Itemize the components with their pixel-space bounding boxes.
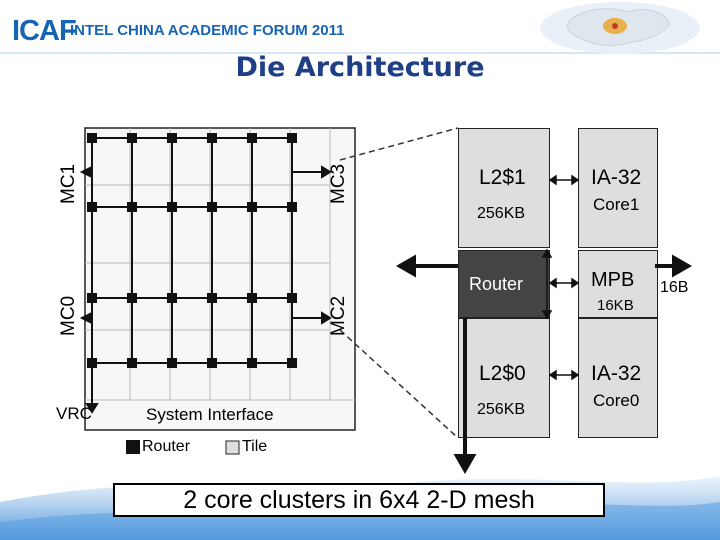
mpb-size: 16KB bbox=[597, 297, 634, 314]
ia32-core-1: IA-32 Core1 bbox=[578, 128, 658, 248]
router-label: Router bbox=[469, 274, 524, 294]
core1-label: Core1 bbox=[593, 195, 640, 214]
china-map-icon bbox=[567, 8, 671, 46]
vrc-label: VRC bbox=[56, 404, 92, 423]
forum-title: INTEL CHINA ACADEMIC FORUM 2011 bbox=[70, 22, 345, 39]
l2-1-label: L2$1 bbox=[479, 166, 526, 189]
mpb-width-label: 16B bbox=[660, 279, 689, 296]
ia32-core-0: IA-32 Core0 bbox=[578, 318, 658, 438]
tile-grid-lines bbox=[85, 128, 355, 401]
legend-router-label: Router bbox=[142, 438, 191, 455]
l2-1-size: 256KB bbox=[477, 205, 526, 222]
zoom-lines bbox=[339, 127, 459, 439]
system-interface-label: System Interface bbox=[146, 405, 274, 424]
l2-0-label: L2$0 bbox=[479, 362, 526, 385]
core0-label: Core0 bbox=[593, 391, 640, 410]
router-ports bbox=[395, 254, 693, 475]
slide-title: Die Architecture bbox=[235, 52, 485, 83]
legend-tile-label: Tile bbox=[242, 438, 268, 455]
router-block: Router bbox=[458, 250, 550, 318]
legend-router-swatch bbox=[126, 440, 140, 454]
caption-box: 2 core clusters in 6x4 2-D mesh bbox=[113, 483, 605, 517]
mesh-routers bbox=[87, 133, 297, 368]
l2-cache-0: L2$0 256KB bbox=[458, 318, 550, 438]
header-bar: ICAF INTEL CHINA ACADEMIC FORUM 2011 bbox=[0, 0, 720, 56]
l2-0-size: 256KB bbox=[477, 401, 526, 418]
mpb-label: MPB bbox=[591, 269, 635, 291]
ia32-top-label: IA-32 bbox=[591, 166, 642, 189]
internal-links bbox=[541, 174, 580, 381]
l2-cache-1: L2$1 256KB bbox=[458, 128, 550, 248]
logo: ICAF bbox=[12, 15, 77, 47]
mpb-block: MPB 16KB bbox=[578, 250, 658, 318]
ia32-bottom-label: IA-32 bbox=[591, 362, 642, 385]
mc-arrows bbox=[79, 165, 332, 414]
mesh-links bbox=[91, 137, 293, 364]
legend-tile-swatch bbox=[225, 440, 240, 455]
